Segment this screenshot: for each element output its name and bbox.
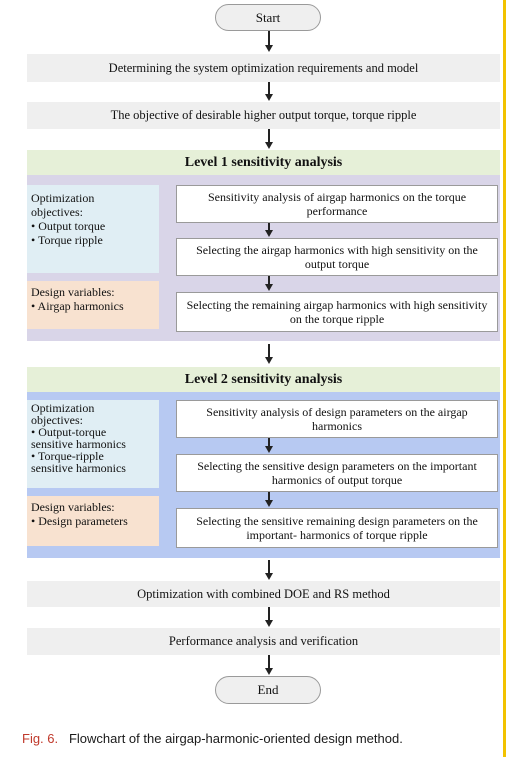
step-requirements-label: Determining the system optimization requ… <box>108 60 419 75</box>
arrow-start-step1 <box>265 31 273 52</box>
step-objective: The objective of desirable higher output… <box>27 102 500 129</box>
arrow-step4-end <box>265 655 273 675</box>
level2-objectives-line: • Output-torque <box>31 425 107 439</box>
arrow-step1-step2 <box>265 82 273 101</box>
level2-objectives-line: sensitive harmonics <box>31 437 126 451</box>
level1-box-1-text: Sensitivity analysis of airgap harmonics… <box>207 190 467 218</box>
level1-objectives-line: objectives: <box>31 205 83 219</box>
level1-box-2-text: Selecting the airgap harmonics with high… <box>196 243 478 271</box>
level2-title: Level 2 sensitivity analysis <box>27 367 500 392</box>
level2-title-text: Level 2 sensitivity analysis <box>184 371 343 387</box>
level1-title: Level 1 sensitivity analysis <box>27 150 500 175</box>
arrow-l2-b1-b2 <box>265 438 273 453</box>
caption-text: Flowchart of the airgap-harmonic-oriente… <box>68 731 403 746</box>
start-label: Start <box>255 9 281 25</box>
arrow-l1-b1-b2 <box>265 223 273 237</box>
level1-objectives: Optimization objectives: • Output torque… <box>27 185 159 273</box>
level1-box-3: Selecting the remaining airgap harmonics… <box>176 292 498 332</box>
start-node: Start <box>215 4 321 31</box>
level1-title-text: Level 1 sensitivity analysis <box>184 154 343 170</box>
level1-box-3-text: Selecting the remaining airgap harmonics… <box>186 298 488 326</box>
arrow-l2-b2-b3 <box>265 492 273 507</box>
level1-objectives-line: Optimization <box>31 191 95 205</box>
end-label: End <box>257 682 279 697</box>
step-optimization-label: Optimization with combined DOE and RS me… <box>137 586 390 601</box>
arrow-l1-b2-b3 <box>265 276 273 291</box>
step-requirements: Determining the system optimization requ… <box>27 54 500 82</box>
level2-objectives-line: sensitive harmonics <box>31 461 126 475</box>
level1-variables: Design variables: • Airgap harmonics <box>27 281 159 329</box>
arrow-level2-step3 <box>265 560 273 580</box>
level2-objectives: Optimization objectives: • Output-torque… <box>27 400 159 488</box>
arrow-level1-level2 <box>265 344 273 364</box>
figure-caption: Fig. 6. Flowchart of the airgap-harmonic… <box>22 731 403 746</box>
level2-box-1: Sensitivity analysis of design parameter… <box>176 400 498 438</box>
level1-variables-line: Design variables: <box>31 285 115 299</box>
right-rule <box>503 0 506 757</box>
level2-box-1-text: Sensitivity analysis of design parameter… <box>206 405 468 433</box>
arrow-step2-level1 <box>265 129 273 149</box>
level2-box-3-text: Selecting the sensitive remaining design… <box>196 514 478 542</box>
level2-box-2-text: Selecting the sensitive design parameter… <box>197 459 477 487</box>
level1-objectives-line: • Torque ripple <box>31 233 103 247</box>
step-objective-label: The objective of desirable higher output… <box>110 108 417 122</box>
caption-label: Fig. 6. <box>22 731 59 746</box>
arrow-step3-step4 <box>265 607 273 627</box>
end-node: End <box>215 676 321 704</box>
level2-objectives-line: • Torque-ripple <box>31 449 104 463</box>
level2-objectives-line: objectives: <box>31 413 83 427</box>
step-performance-label: Performance analysis and verification <box>168 634 359 648</box>
level2-variables: Design variables: • Design parameters <box>27 496 159 546</box>
level2-box-3: Selecting the sensitive remaining design… <box>176 508 498 548</box>
level1-objectives-line: • Output torque <box>31 219 106 233</box>
step-optimization: Optimization with combined DOE and RS me… <box>27 581 500 607</box>
level2-objectives-line: Optimization <box>31 401 95 415</box>
level1-variables-line: • Airgap harmonics <box>31 299 124 313</box>
level2-variables-line: Design variables: <box>31 500 115 514</box>
level1-box-1: Sensitivity analysis of airgap harmonics… <box>176 185 498 223</box>
level2-box-2: Selecting the sensitive design parameter… <box>176 454 498 492</box>
level1-box-2: Selecting the airgap harmonics with high… <box>176 238 498 276</box>
level2-variables-line: • Design parameters <box>31 514 128 528</box>
step-performance: Performance analysis and verification <box>27 628 500 655</box>
